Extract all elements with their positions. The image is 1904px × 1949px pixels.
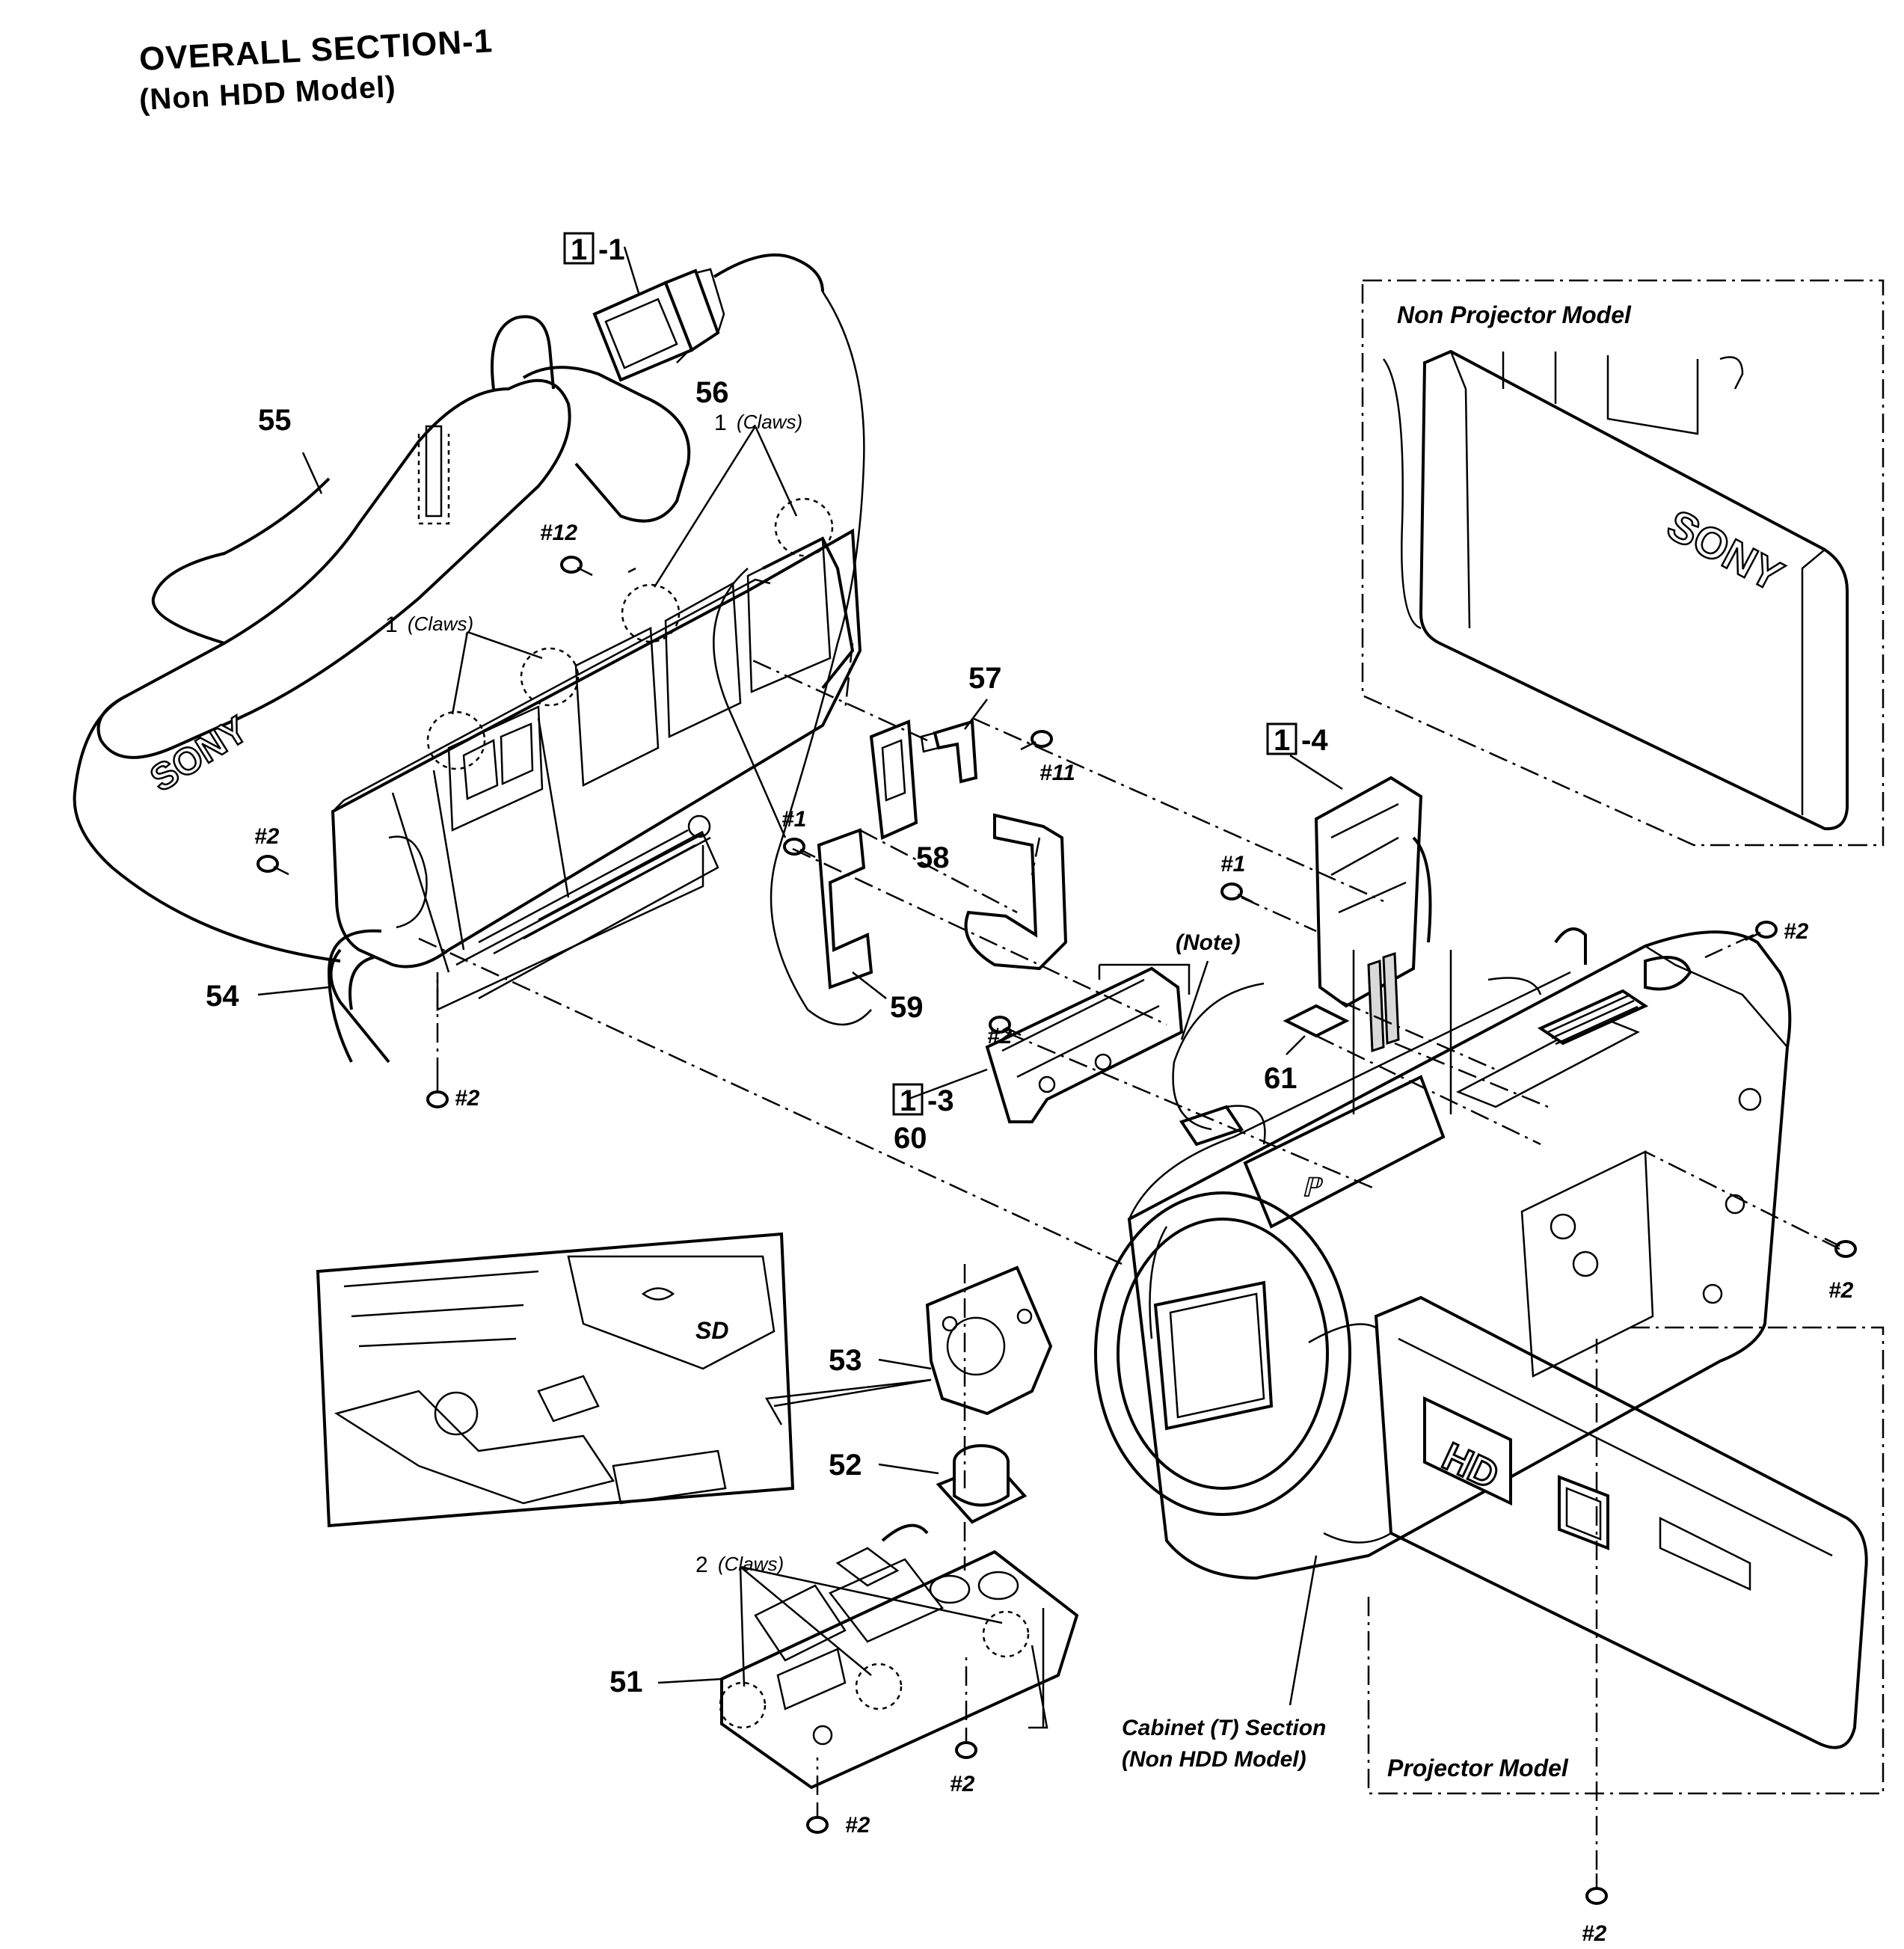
part-57-bracket <box>920 719 978 784</box>
part-56-usb-plug <box>592 253 824 382</box>
svg-text:-3: -3 <box>927 1084 954 1117</box>
part-53-plate <box>925 1265 1053 1416</box>
part-60-bracket <box>985 966 1184 1123</box>
label-note: (Note) <box>1176 930 1241 955</box>
label-screw-2-g: #2 <box>845 1813 870 1838</box>
part-51-board <box>720 1523 1079 1790</box>
camcorder-body: ℙ HD <box>1094 927 1868 1749</box>
label-part-57: 57 <box>968 662 1002 695</box>
label-screw-1-a: #1 <box>781 807 806 832</box>
label-screw-11: #11 <box>1039 761 1075 785</box>
inset-zoom-detail: SD <box>316 1232 795 1528</box>
svg-text:2: 2 <box>695 1553 708 1577</box>
label-part-61: 61 <box>1264 1062 1298 1095</box>
screw-icon <box>1824 1237 1857 1258</box>
label-claws-c: 2 (Claws) <box>695 1553 784 1577</box>
label-screw-12: #12 <box>540 521 577 545</box>
part-52-component <box>936 1444 1028 1524</box>
inset-projector-label: Projector Model <box>1387 1755 1569 1781</box>
screw-icon <box>806 1802 829 1834</box>
logo-strap: SONY <box>142 707 256 800</box>
screw-icon <box>1220 883 1253 903</box>
svg-text:-4: -4 <box>1301 724 1328 757</box>
part-rear-cabinet <box>327 528 862 1063</box>
logo-non-projector: SONY <box>1659 500 1792 602</box>
screw-icons <box>257 556 1857 1905</box>
svg-text:(Claws): (Claws) <box>737 411 802 433</box>
svg-text:SONY: SONY <box>1659 500 1791 601</box>
part-1-4-unit <box>1314 776 1432 1053</box>
label-claws-b: 1 (Claws) <box>385 613 473 637</box>
label-part-51: 51 <box>609 1666 643 1698</box>
label-cabinet-line2: (Non HDD Model) <box>1122 1747 1306 1772</box>
claw-markers-board <box>719 1610 1030 1729</box>
label-screw-2-e: #2 <box>1828 1278 1854 1303</box>
ref-1-4: 1 -4 <box>1266 722 1328 757</box>
label-part-55: 55 <box>258 404 292 437</box>
label-part-60: 60 <box>894 1122 927 1155</box>
screw-icon <box>1745 921 1778 942</box>
svg-text:-1: -1 <box>598 233 625 266</box>
screw-icon <box>1020 730 1053 751</box>
logo-top-mark: ℙ <box>1301 1172 1324 1203</box>
assembly-lines <box>418 291 1840 1870</box>
screw-icon <box>955 1728 977 1759</box>
svg-text:1: 1 <box>571 233 587 266</box>
svg-text:1: 1 <box>1274 724 1290 757</box>
label-claws-a: 1 (Claws) <box>714 411 802 435</box>
part-61-pad <box>1283 1004 1350 1038</box>
svg-text:1: 1 <box>900 1084 916 1117</box>
label-part-54: 54 <box>206 980 239 1013</box>
label-leaders <box>257 246 1343 1706</box>
label-part-59: 59 <box>890 991 924 1024</box>
label-part-56: 56 <box>695 376 729 409</box>
claw-markers-rear <box>426 497 834 770</box>
sd-label: SD <box>695 1317 728 1344</box>
labels: 1 -1 1 -3 1 -4 55 56 57 58 59 60 61 54 5… <box>206 232 1854 1946</box>
screw-icon <box>426 1077 449 1108</box>
label-screw-2-b: #2 <box>455 1086 480 1111</box>
screw-icon <box>989 1016 1022 1037</box>
label-screw-2-a: #2 <box>254 824 280 849</box>
svg-text:(Claws): (Claws) <box>408 613 473 635</box>
part-59-plate <box>817 828 873 989</box>
label-part-52: 52 <box>829 1449 862 1482</box>
screw-icon <box>257 855 289 876</box>
part-58-jack <box>869 719 918 840</box>
svg-text:1: 1 <box>714 411 727 435</box>
ref-1-1: 1 -1 <box>563 232 625 266</box>
label-part-58: 58 <box>916 841 950 874</box>
label-screw-1-b: #1 <box>1220 852 1245 877</box>
inset-projector: Projector Model <box>1367 1326 1885 1795</box>
screw-icon <box>560 556 593 577</box>
svg-text:1: 1 <box>385 613 398 637</box>
svg-text:SONY: SONY <box>143 708 255 800</box>
ref-1-3: 1 -3 <box>892 1083 954 1117</box>
label-cabinet-line1: Cabinet (T) Section <box>1122 1716 1326 1740</box>
label-screw-2-f: #2 <box>950 1772 975 1796</box>
inset-non-projector: Non Projector Model SONY <box>1361 279 1885 847</box>
part-55-strap: SONY <box>73 315 691 963</box>
label-screw-2-h: #2 <box>1582 1921 1607 1946</box>
screw-icon <box>1585 1873 1608 1905</box>
label-screw-2-d: #2 <box>1784 919 1809 944</box>
screw-icon <box>783 838 816 859</box>
label-screw-2-c: #2 <box>987 1024 1013 1049</box>
label-part-53: 53 <box>829 1344 862 1377</box>
inset-non-projector-label: Non Projector Model <box>1397 301 1632 328</box>
svg-text:(Claws): (Claws) <box>718 1553 784 1575</box>
flex-cable <box>964 813 1068 971</box>
